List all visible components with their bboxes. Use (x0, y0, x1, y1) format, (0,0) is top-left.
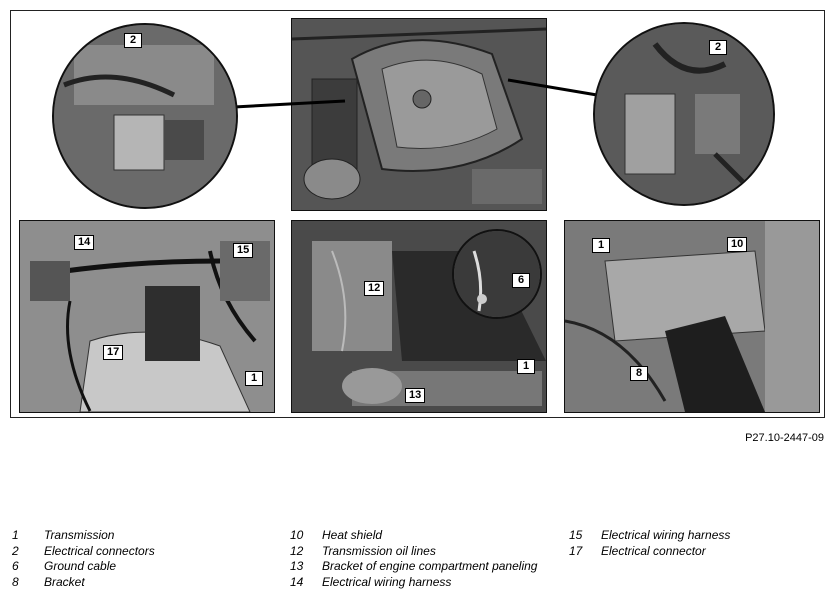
detail-circle-right (593, 22, 775, 206)
legend-text: Transmission (44, 528, 115, 542)
callout-label: 14 (74, 235, 95, 250)
legend-text: Ground cable (44, 559, 117, 573)
connector-detail-right (595, 24, 773, 204)
engine-bay-illustration (292, 19, 546, 210)
legend-number: 13 (290, 559, 304, 573)
figure-reference-code: P27.10-2447-09 (745, 432, 824, 444)
callout-label: 1 (245, 371, 263, 386)
legend-number: 15 (569, 528, 583, 542)
legend-text: Electrical wiring harness (601, 528, 731, 542)
connector-detail-left (54, 25, 236, 207)
callout-label: 17 (103, 345, 124, 360)
legend-text: Electrical connectors (44, 543, 155, 558)
legend-text: Electrical connector (601, 543, 706, 558)
legend-number: 10 (290, 528, 304, 542)
legend-number: 14 (290, 574, 304, 589)
callout-label: 1 (517, 359, 535, 374)
photo-engine-bay (291, 18, 547, 211)
callout-label: 13 (405, 388, 426, 403)
callout-label: 10 (727, 237, 748, 252)
legend-text: Electrical wiring harness (322, 574, 452, 589)
legend-number: 6 (12, 559, 19, 573)
legend-text: Bracket of engine compartment paneling (322, 559, 538, 573)
legend-number: 8 (12, 574, 19, 589)
callout-label: 12 (364, 281, 385, 296)
photo-transmission-center (291, 220, 547, 413)
callout-label: 6 (512, 273, 530, 288)
legend-number: 17 (569, 543, 583, 558)
legend-text: Heat shield (322, 528, 383, 542)
callout-label: 15 (233, 243, 254, 258)
detail-circle-left (52, 23, 238, 209)
legend-number: 2 (12, 543, 19, 558)
callout-label: 2 (709, 40, 727, 55)
legend-text: Bracket (44, 574, 85, 589)
callout-label: 8 (630, 366, 648, 381)
callout-label: 2 (124, 33, 142, 48)
callout-label: 1 (592, 238, 610, 253)
legend-number: 12 (290, 543, 304, 558)
legend-number: 1 (12, 528, 19, 542)
legend-text: Transmission oil lines (322, 543, 436, 558)
